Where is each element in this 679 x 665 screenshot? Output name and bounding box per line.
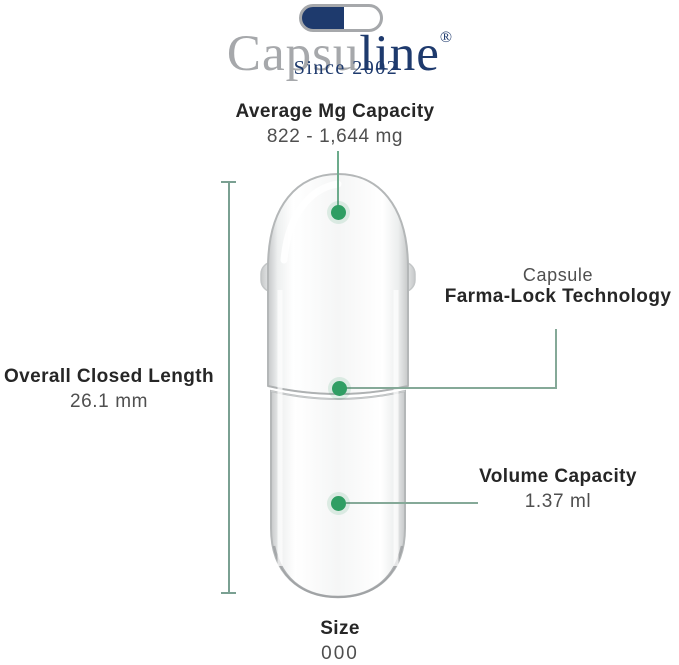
brand-text-gray: Capsu [226,26,360,82]
brand-text-navy: line [359,26,440,82]
measurement-stem [227,181,230,594]
callout-volume-capacity: Volume Capacity 1.37 ml [448,466,668,513]
mg-capacity-label: Average Mg Capacity [235,101,435,122]
brand-logo: Capsuline® [0,12,679,80]
callout-mg-capacity: Average Mg Capacity 822 - 1,644 mg [175,101,495,148]
closed-length-label: Overall Closed Length [3,366,215,387]
capsule-illustration [260,173,416,599]
farma-lock-leader-line-horizontal [346,387,557,389]
size-value: 000 [321,643,359,664]
brand-tagline: Since 2002 [293,57,399,79]
volume-leader-line [346,502,478,504]
registered-mark: ® [439,29,453,46]
mg-capacity-leader-line [337,151,339,207]
mg-capacity-marker-dot [331,205,346,220]
farma-lock-label: Farma-Lock Technology [444,286,672,307]
mg-capacity-value: 822 - 1,644 mg [266,126,404,147]
volume-capacity-value: 1.37 ml [524,491,592,512]
length-measurement-bracket [221,181,236,594]
size-label: Size [320,618,360,639]
volume-marker-dot [331,496,346,511]
callout-size: Size 000 [270,618,410,665]
farma-lock-marker-dot [332,381,347,396]
farma-lock-leader-line-vertical [555,329,557,389]
capsule-pill-icon [299,4,383,32]
farma-lock-sub-label: Capsule [522,265,594,285]
measurement-cap-bottom [221,592,236,594]
closed-length-value: 26.1 mm [69,391,149,412]
callout-farma-lock: Capsule Farma-Lock Technology [437,265,679,308]
callout-closed-length: Overall Closed Length 26.1 mm [0,366,220,413]
volume-capacity-label: Volume Capacity [479,466,637,487]
